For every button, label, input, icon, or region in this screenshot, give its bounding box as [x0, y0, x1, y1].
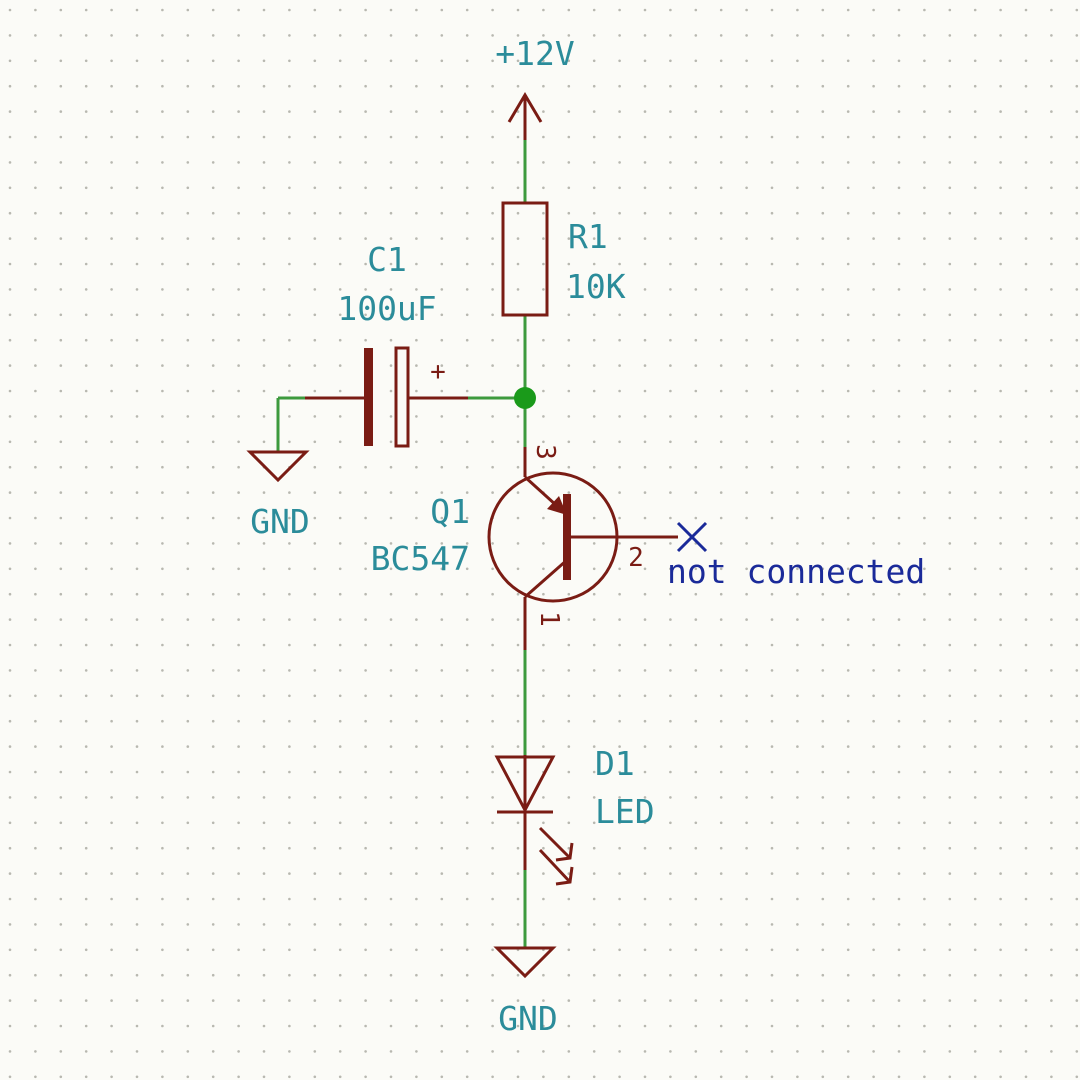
q1-pin-emitter: 1: [534, 611, 564, 627]
q1-pin-base: 2: [628, 543, 644, 573]
gnd-bottom-label: GND: [498, 999, 558, 1038]
gnd-bottom-symbol[interactable]: [493, 946, 557, 979]
c1-value-label: 100uF: [337, 289, 436, 328]
no-connect-label: not connected: [667, 552, 925, 591]
q1-ref-label: Q1: [430, 492, 470, 531]
r1-value-label: 10K: [566, 267, 626, 306]
d1-ref-label: D1: [595, 744, 635, 783]
no-connect-mark[interactable]: [676, 521, 708, 553]
r1-ref-label: R1: [568, 217, 608, 256]
junction-dot[interactable]: [514, 387, 536, 409]
gnd-left-label: GND: [250, 502, 310, 541]
transistor-q1[interactable]: [487, 447, 678, 650]
d1-value-label: LED: [595, 792, 655, 831]
resistor-r1[interactable]: [501, 201, 549, 317]
q1-value-label: BC547: [371, 539, 470, 578]
led-d1[interactable]: [494, 755, 574, 886]
vcc-symbol[interactable]: [507, 92, 543, 140]
symbols: [246, 92, 678, 979]
gnd-left-symbol[interactable]: [246, 450, 310, 483]
q1-pin-collector: 3: [530, 444, 560, 460]
capacitor-c1[interactable]: [305, 346, 468, 448]
c1-ref-label: C1: [367, 240, 407, 279]
vcc-label: +12V: [495, 34, 574, 73]
c1-polarity-mark: +: [430, 357, 446, 387]
grid-dots: [8, 8, 1079, 1079]
